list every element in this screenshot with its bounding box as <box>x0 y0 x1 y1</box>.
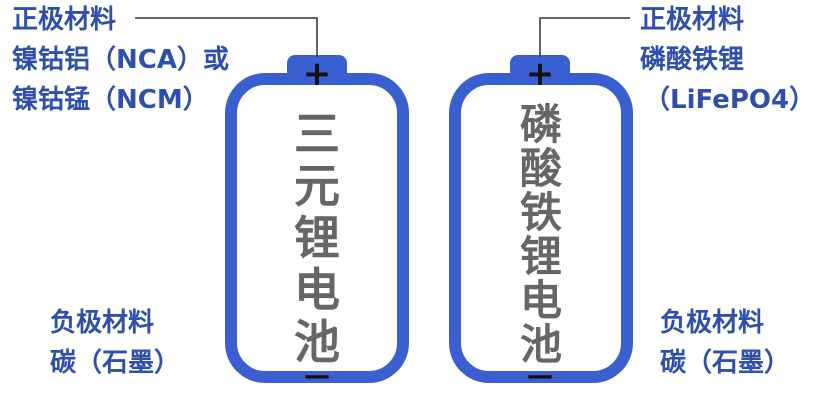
right-battery-name: 磷 酸 铁 锂 电 池 <box>511 103 571 367</box>
right-name-char: 池 <box>519 320 562 369</box>
left-positive-label: 正极材料 镍钴铝（NCA）或 镍钴锰（NCM） <box>12 2 229 118</box>
left-minus-symbol: — <box>304 361 330 391</box>
left-battery: + — <box>135 17 409 391</box>
left-positive-line1: 镍钴铝（NCA）或 <box>12 45 229 75</box>
right-positive-title: 正极材料 <box>640 5 745 35</box>
right-battery-inner <box>467 91 615 365</box>
left-name-char: 三 <box>294 107 340 161</box>
left-name-char: 锂 <box>294 211 340 265</box>
left-negative-title: 负极材料 <box>50 308 155 338</box>
right-name-char: 磷 <box>519 100 562 149</box>
right-name-char: 电 <box>519 276 562 325</box>
left-name-char: 电 <box>294 263 340 317</box>
right-name-char: 酸 <box>519 144 562 193</box>
right-leader-line <box>539 17 630 57</box>
right-name-char: 锂 <box>519 232 562 281</box>
right-positive-line2: （LiFePO4） <box>644 85 816 115</box>
left-battery-inner <box>243 91 391 365</box>
left-plus-symbol: + <box>303 54 332 94</box>
left-name-char: 元 <box>294 159 340 213</box>
right-positive-line1: 磷酸铁锂 <box>640 45 745 75</box>
left-name-char: 池 <box>294 315 340 369</box>
right-plus-symbol: + <box>526 54 555 94</box>
left-battery-name: 三 元 锂 电 池 <box>287 108 347 368</box>
left-negative-line1: 碳（石墨） <box>50 348 181 378</box>
right-positive-label: 正极材料 磷酸铁锂 （LiFePO4） <box>640 2 815 118</box>
left-leader-line <box>135 17 318 57</box>
left-positive-line2: 镍钴锰（NCM） <box>12 85 209 115</box>
right-battery: + — <box>449 17 633 391</box>
right-negative-title: 负极材料 <box>660 308 765 338</box>
right-negative-label: 负极材料 碳（石墨） <box>660 305 790 381</box>
right-negative-line1: 碳（石墨） <box>660 348 791 378</box>
left-positive-title: 正极材料 <box>12 5 117 35</box>
right-minus-symbol: — <box>527 361 553 391</box>
right-name-char: 铁 <box>519 188 562 237</box>
left-negative-label: 负极材料 碳（石墨） <box>50 305 180 381</box>
